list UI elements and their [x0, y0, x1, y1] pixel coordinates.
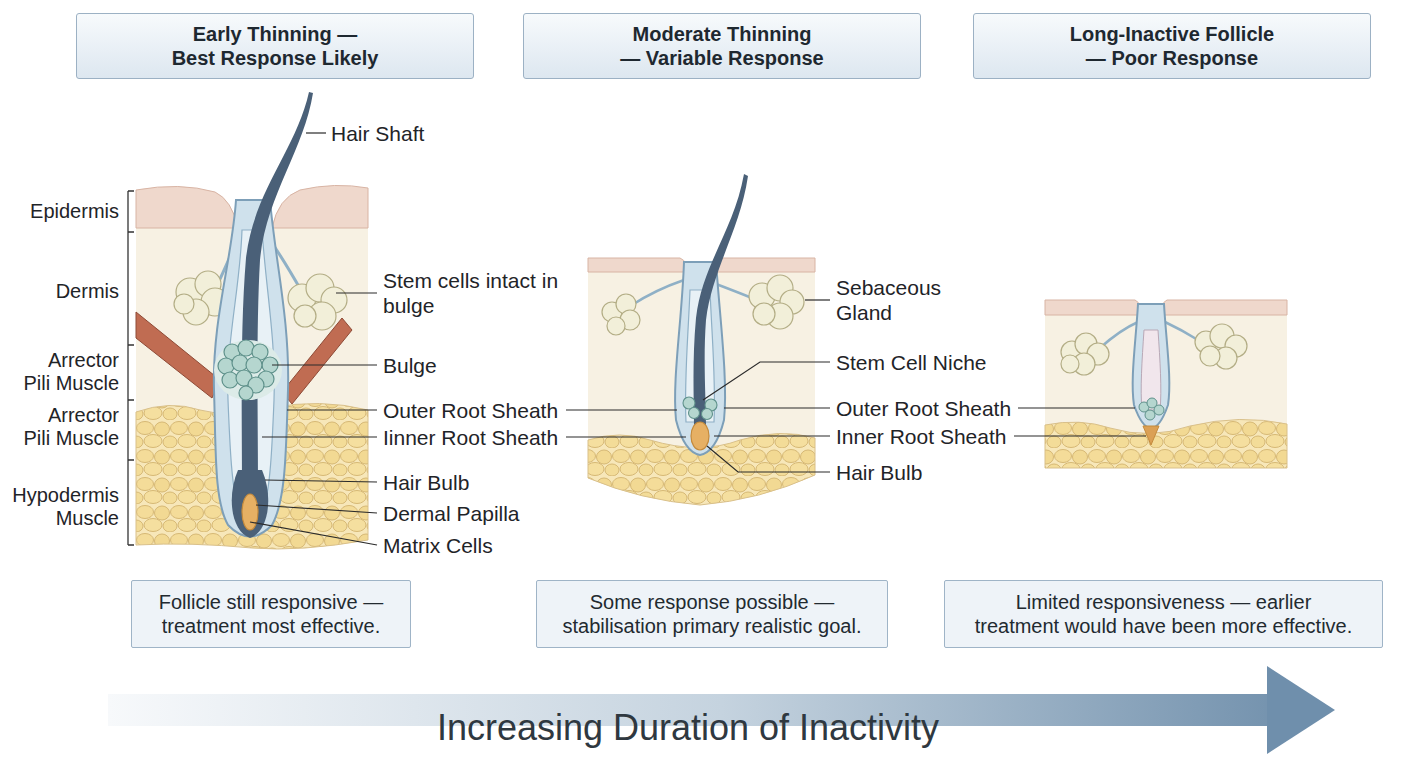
gland-lobe	[1200, 346, 1220, 366]
leader-line	[336, 292, 377, 293]
leader-line	[265, 480, 377, 482]
stem-cell	[246, 357, 262, 373]
leader-line	[256, 505, 377, 513]
leader-line	[272, 364, 377, 365]
inner-root-sheath	[1141, 330, 1161, 410]
gland-lobe	[294, 305, 316, 327]
arrow-head	[1267, 666, 1335, 754]
part-label: Stem cells intact in bulge	[383, 268, 568, 318]
leader-line	[714, 435, 830, 436]
gland-lobe	[174, 294, 194, 314]
leader-line	[566, 436, 686, 437]
epidermis-layer	[1158, 300, 1287, 315]
outcome-text: Limited responsiveness — earlier treatme…	[957, 590, 1370, 638]
leader-line	[703, 362, 830, 400]
bracket-ticks	[128, 191, 134, 545]
stem-cell-niche	[683, 397, 717, 420]
moderate-follicle	[588, 174, 815, 505]
gland-lobe	[1061, 355, 1079, 373]
leader-line	[1014, 435, 1146, 436]
layer-bracket	[128, 191, 134, 545]
part-label: Hair Shaft	[331, 121, 481, 146]
gland-lobe	[753, 303, 775, 325]
stage-header: Moderate Thinning — Variable Response	[523, 13, 921, 79]
epidermis-layer	[136, 186, 238, 228]
axis-text: Increasing Duration of Inactivity	[108, 706, 1268, 749]
part-label: Dermal Papilla	[383, 501, 553, 526]
arrector-muscle	[282, 318, 352, 404]
progress-arrow: Increasing Duration of Inactivity	[108, 666, 1335, 754]
stem-cell	[689, 408, 700, 419]
bulge-halo	[214, 340, 282, 400]
gland-lobe	[607, 317, 625, 335]
part-label: Inner Root Sheath	[836, 424, 1026, 449]
outcome-text: Some response possible — stabilisation p…	[549, 590, 875, 638]
outcome-box: Limited responsiveness — earlier treatme…	[944, 580, 1383, 648]
gland-duct	[1165, 322, 1198, 340]
stem-cell	[702, 409, 713, 420]
early-follicle	[136, 92, 368, 549]
leader-line	[566, 409, 677, 410]
stage-header: Early Thinning — Best Response Likely	[76, 13, 474, 79]
leader-lines	[250, 133, 1146, 545]
leader-line	[805, 299, 830, 300]
hair-bulb	[691, 422, 709, 450]
part-label: Outer Root Sheath	[836, 396, 1026, 421]
epidermis-layer	[588, 258, 690, 272]
stem-cell	[239, 386, 253, 400]
epidermis-layer	[272, 185, 368, 228]
part-label: Outer Root Sheath	[383, 398, 573, 423]
part-label: Hair Bulb	[836, 460, 1006, 485]
leader-line	[707, 446, 830, 472]
dermal-papilla	[242, 494, 258, 530]
leader-line	[250, 522, 377, 545]
stem-cell-remnant	[1139, 398, 1164, 420]
inactive-follicle	[1045, 300, 1287, 468]
outcome-text: Follicle still responsive — treatment mo…	[144, 590, 398, 638]
layer-label: Dermis	[9, 280, 119, 303]
part-label: Iinner Root Sheath	[383, 425, 573, 450]
stem-cell	[232, 355, 248, 371]
layer-label: Arrector Pili Muscle	[19, 404, 119, 450]
part-label: Hair Bulb	[383, 470, 553, 495]
stage-title: Moderate Thinning — Variable Response	[572, 22, 872, 70]
part-label: Bulge	[383, 353, 553, 378]
stem-cell	[1145, 410, 1155, 420]
layer-label: Arrector Pili Muscle	[19, 349, 119, 395]
part-label: Sebaceous Gland	[836, 275, 948, 325]
stem-cell	[222, 372, 238, 388]
stage-title: Early Thinning — Best Response Likely	[125, 22, 425, 70]
leader-line	[1018, 407, 1135, 408]
part-label: Matrix Cells	[383, 533, 553, 558]
leader-line	[262, 436, 377, 437]
leader-line	[287, 409, 377, 410]
hypodermis-layer	[1045, 419, 1287, 468]
stage-title: Long-Inactive Follicle — Poor Response	[1022, 22, 1322, 70]
part-label: Stem Cell Niche	[836, 350, 1026, 375]
stem-cell	[1154, 405, 1164, 415]
epidermis-layer	[1045, 300, 1144, 315]
hair-shaft	[242, 92, 313, 480]
outer-root-sheath	[1133, 304, 1170, 428]
gland-duct	[716, 284, 752, 298]
gland-duct	[1100, 322, 1138, 348]
hair-shaft	[694, 174, 749, 425]
outcome-box: Follicle still responsive — treatment mo…	[131, 580, 411, 648]
outcome-box: Some response possible — stabilisation p…	[536, 580, 888, 648]
leader-line	[724, 407, 830, 408]
layer-label: Hypodermis Muscle	[9, 484, 119, 530]
bulge-stem-cells	[214, 340, 282, 400]
bracket-line	[127, 191, 128, 545]
layer-label: Epidermis	[9, 200, 119, 223]
stage-header: Long-Inactive Follicle — Poor Response	[973, 13, 1371, 79]
hair-bulb	[232, 470, 268, 538]
epidermis-layer	[712, 258, 815, 272]
gland-duct	[632, 280, 684, 305]
arrector-muscle	[136, 312, 220, 398]
leader-line	[306, 132, 326, 133]
